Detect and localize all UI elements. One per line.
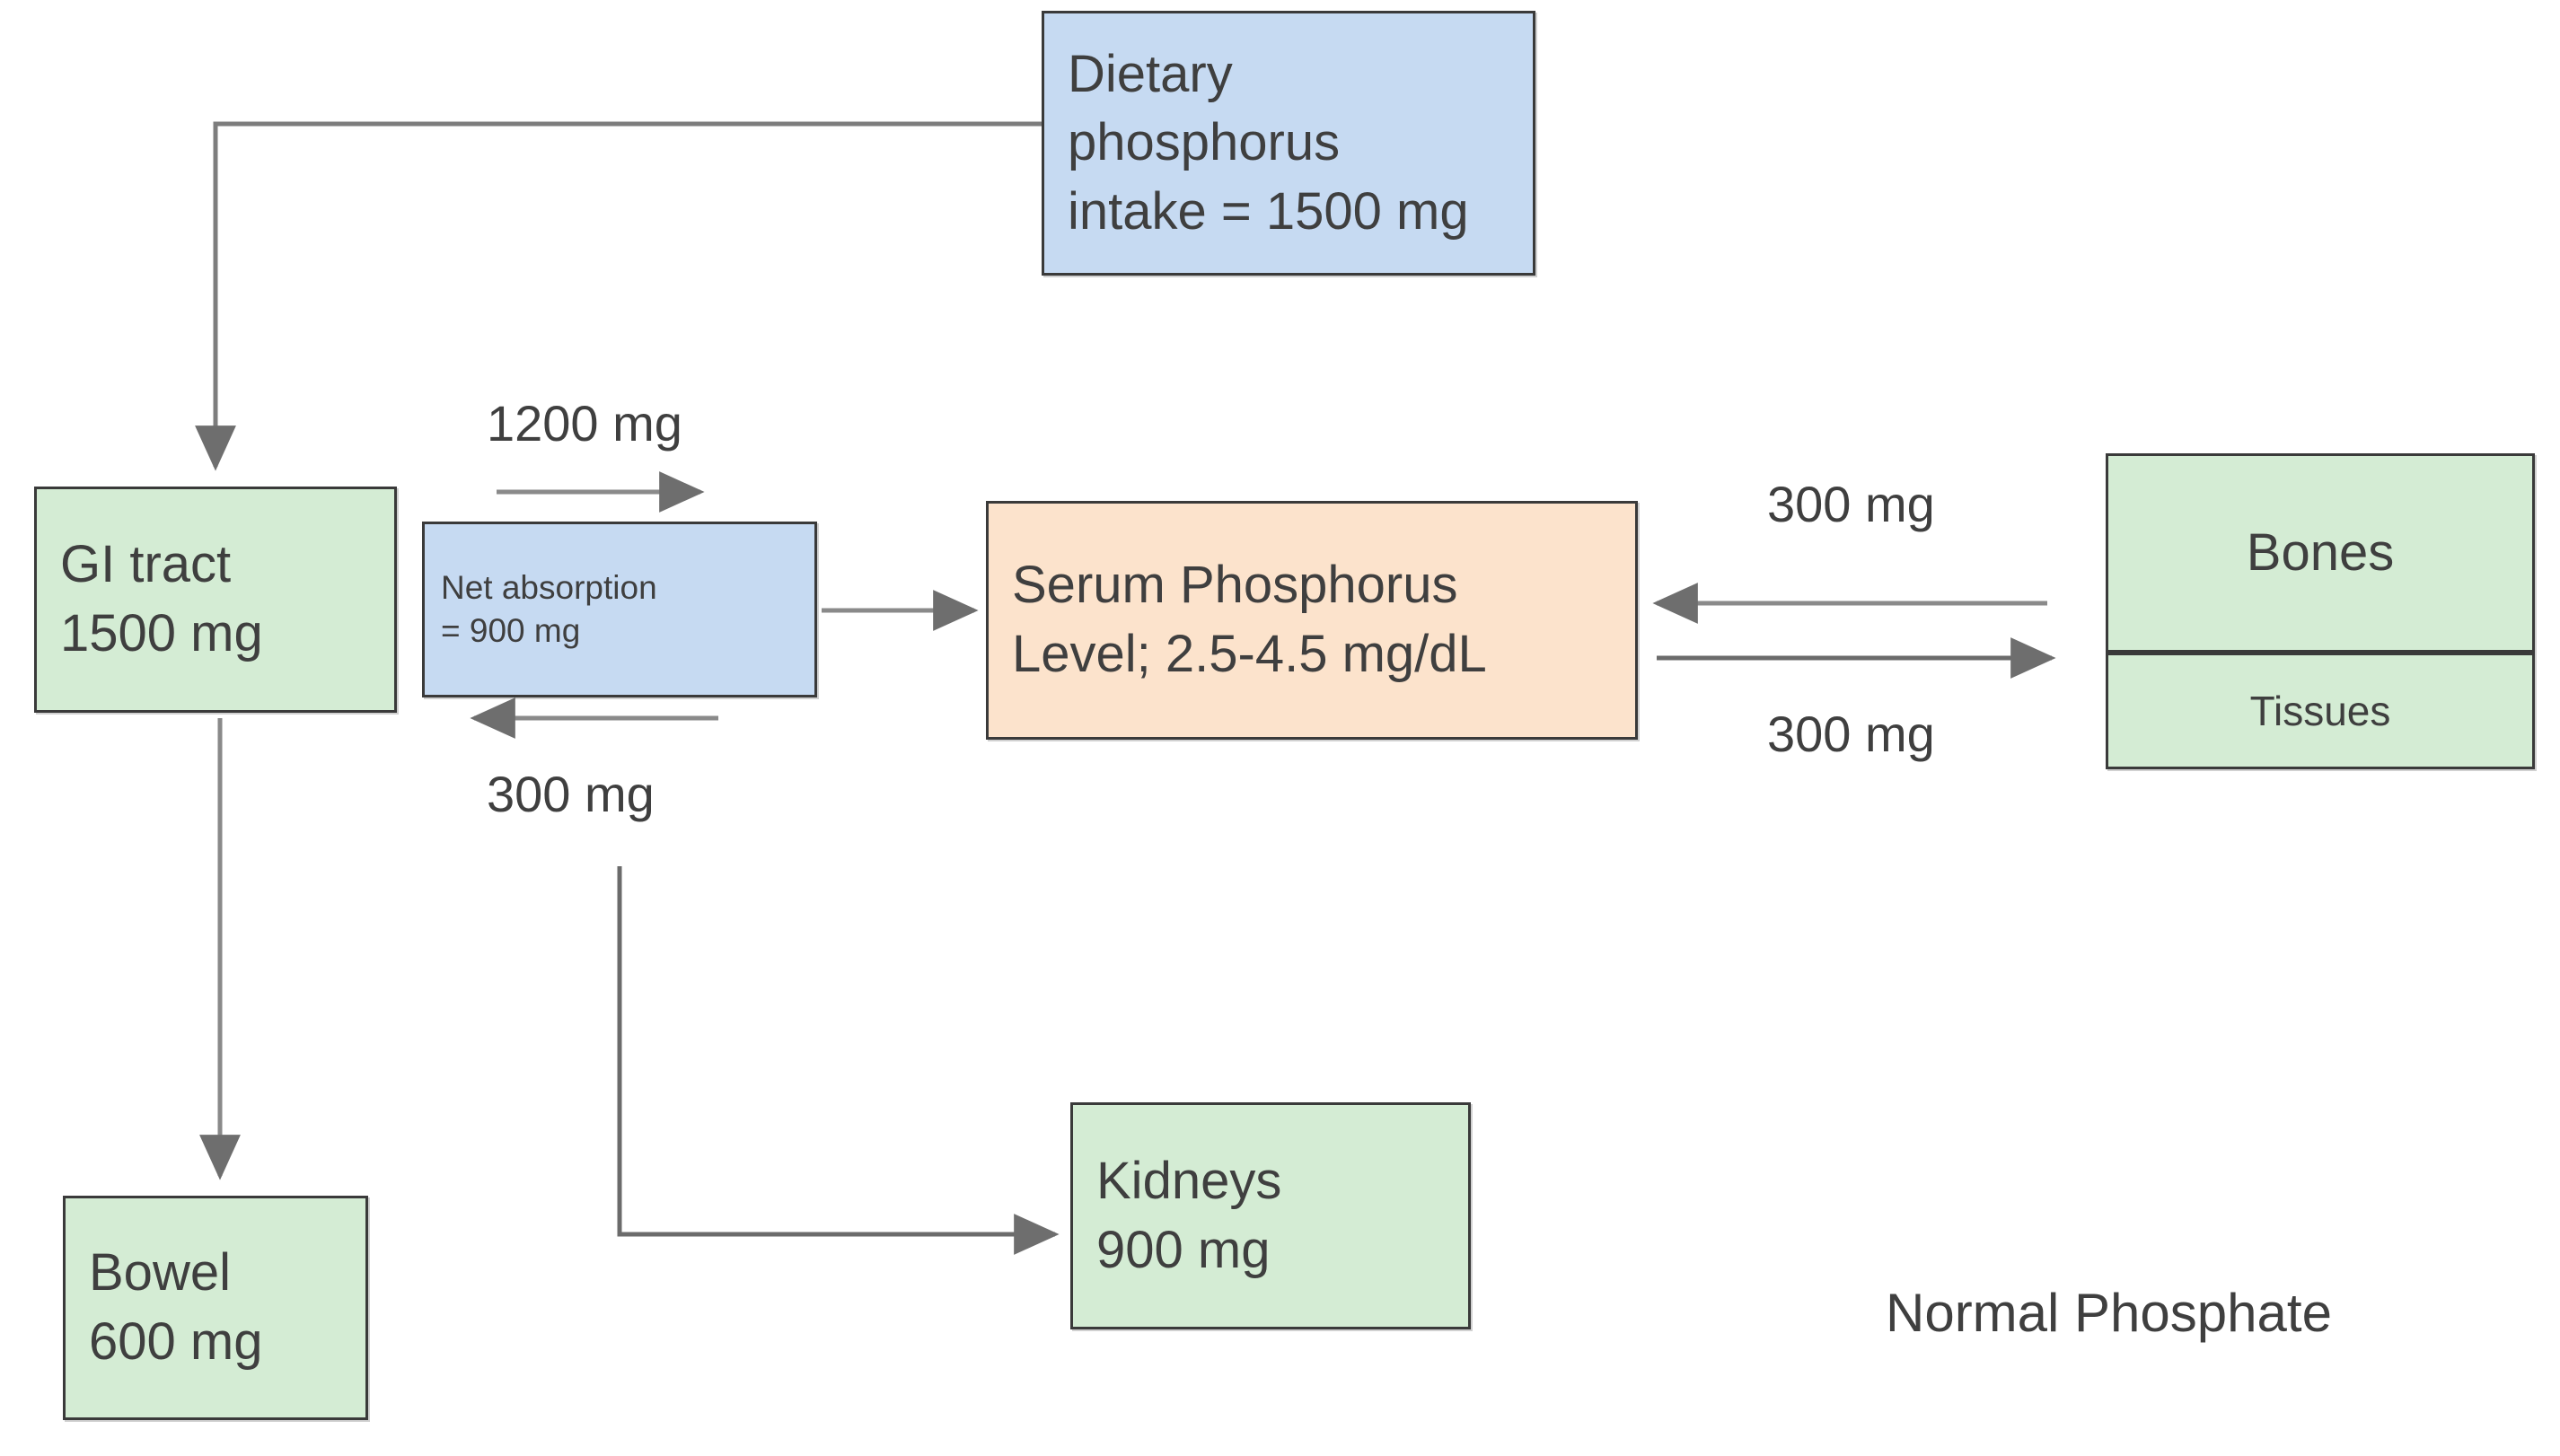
node-bowel-text: Bowel 600 mg: [66, 1239, 365, 1376]
node-serum-phosphorus[interactable]: Serum Phosphorus Level; 2.5-4.5 mg/dL: [986, 501, 1638, 740]
bones-label: Bones: [2246, 522, 2395, 582]
kidneys-line-2: 900 mg: [1096, 1220, 1271, 1279]
node-kidneys[interactable]: Kidneys 900 mg: [1070, 1102, 1471, 1329]
dietary-line-3: intake = 1500 mg: [1068, 181, 1469, 241]
gi-tract-line-2: 1500 mg: [60, 604, 263, 662]
edge-label-300mg-serum-to-bones: 300 mg: [1767, 706, 1935, 762]
bowel-line-1: Bowel: [89, 1243, 231, 1303]
footer-caption: Normal Phosphate homeostasis: [1886, 1133, 2332, 1456]
node-gi-tract-text: GI tract 1500 mg: [37, 531, 394, 668]
node-bones-text: Bones: [2108, 519, 2532, 588]
node-net-absorption-text: Net absorption = 900 mg: [425, 566, 814, 653]
net-absorption-line-1: Net absorption: [441, 568, 657, 606]
edge-label-300mg-bones-to-serum: 300 mg: [1767, 476, 1935, 532]
dietary-line-1: Dietary: [1068, 44, 1233, 103]
node-dietary-intake-text: Dietary phosphorus intake = 1500 mg: [1044, 40, 1533, 247]
serum-line-1: Serum Phosphorus: [1012, 556, 1458, 615]
edge-to-kidneys: [617, 866, 1060, 1255]
node-net-absorption[interactable]: Net absorption = 900 mg: [422, 522, 817, 697]
edge-label-1200mg: 1200 mg: [487, 395, 682, 452]
kidneys-line-1: Kidneys: [1096, 1151, 1282, 1210]
serum-line-2: Level; 2.5-4.5 mg/dL: [1012, 625, 1487, 683]
node-serum-phosphorus-text: Serum Phosphorus Level; 2.5-4.5 mg/dL: [989, 551, 1635, 689]
node-bones[interactable]: Bones: [2106, 453, 2535, 653]
node-dietary-intake[interactable]: Dietary phosphorus intake = 1500 mg: [1042, 11, 1535, 276]
bowel-line-2: 600 mg: [89, 1312, 263, 1371]
node-kidneys-text: Kidneys 900 mg: [1073, 1147, 1468, 1285]
node-tissues[interactable]: Tissues: [2106, 653, 2535, 769]
node-gi-tract[interactable]: GI tract 1500 mg: [34, 487, 397, 713]
net-absorption-line-2: = 900 mg: [441, 612, 581, 649]
gi-tract-line-1: GI tract: [60, 535, 232, 594]
dietary-line-2: phosphorus: [1068, 113, 1341, 172]
node-tissues-text: Tissues: [2108, 684, 2532, 739]
edge-label-300mg-absorption-to-gi: 300 mg: [487, 766, 655, 822]
footer-line-1: Normal Phosphate: [1886, 1282, 2332, 1343]
tissues-label: Tissues: [2249, 687, 2391, 734]
node-bowel[interactable]: Bowel 600 mg: [63, 1196, 368, 1420]
